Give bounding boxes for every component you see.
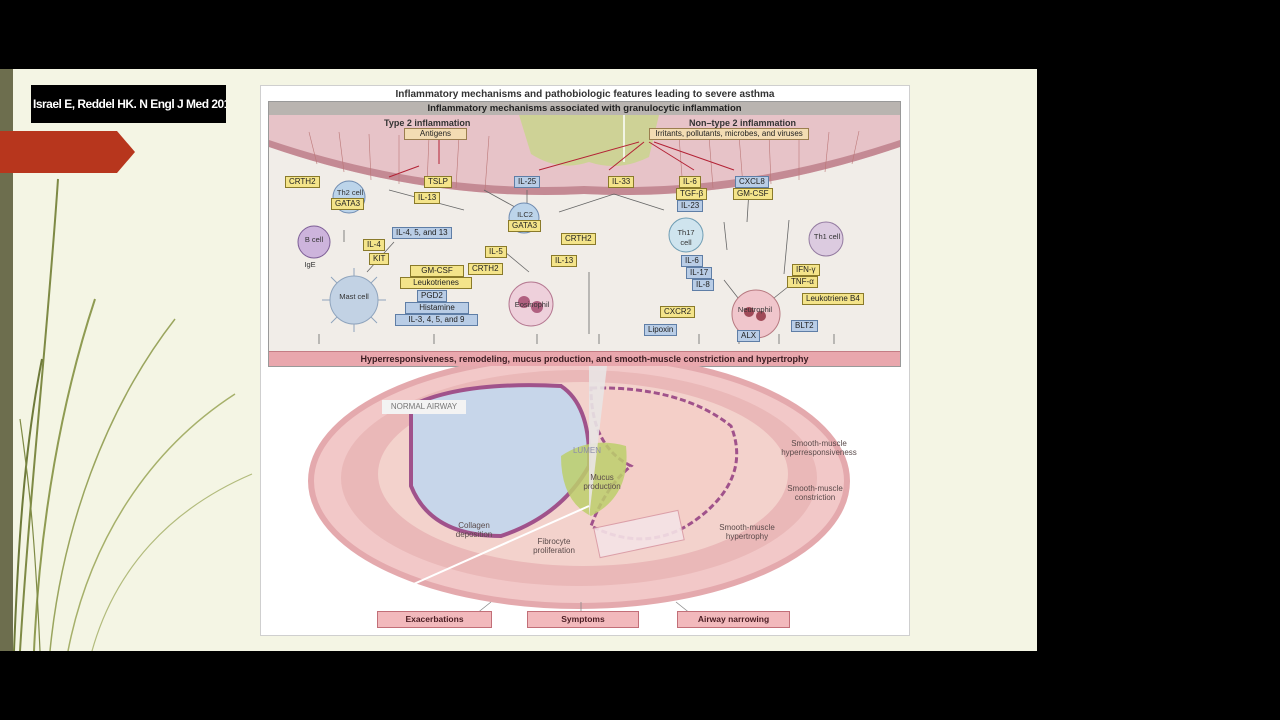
crth2-label-b: CRTH2	[561, 233, 596, 245]
il33-label: IL-33	[608, 176, 634, 188]
collagen-deposition-label: Collagen deposition	[449, 521, 499, 539]
il13-label-a: IL-13	[414, 192, 440, 204]
outcome-airway-narrowing: Airway narrowing	[677, 611, 790, 628]
il6-label-a: IL-6	[679, 176, 701, 188]
asthma-figure: Inflammatory mechanisms and pathobiologi…	[260, 85, 910, 636]
il4-5-13-label: IL-4, 5, and 13	[392, 227, 452, 239]
outcome-exacerbations: Exacerbations	[377, 611, 492, 628]
tslp-label: TSLP	[424, 176, 452, 188]
fibrocyte-proliferation-label: Fibrocyte proliferation	[524, 537, 584, 555]
il6-label-b: IL-6	[681, 255, 703, 267]
accent-arrow-tab	[0, 131, 135, 173]
tgfb-label: TGF-β	[676, 188, 707, 200]
ifng-label: IFN-γ	[792, 264, 820, 276]
il23-label: IL-23	[677, 200, 703, 212]
antigens-label: Antigens	[404, 128, 467, 140]
il17-label: IL-17	[686, 267, 712, 279]
cxcr2-label: CXCR2	[660, 306, 695, 318]
gata3-label-a: GATA3	[331, 198, 364, 210]
histamine-label: Histamine	[405, 302, 469, 314]
gmcsf-label-b: GM-CSF	[410, 265, 464, 277]
neutrophil-label: Neutrophil	[729, 305, 781, 315]
il8-label: IL-8	[692, 279, 714, 291]
il4-label: IL-4	[363, 239, 385, 251]
leukotrienes-label: Leukotrienes	[400, 277, 472, 289]
irritants-label: Irritants, pollutants, microbes, and vir…	[649, 128, 809, 140]
figure-title: Inflammatory mechanisms and pathobiologi…	[261, 89, 909, 100]
b-cell-label: B cell	[299, 235, 329, 245]
lumen-label: LUMEN	[566, 446, 608, 455]
gmcsf-label-a: GM-CSF	[733, 188, 773, 200]
citation-label: Israel E, Reddel HK. N Engl J Med 2017;3…	[31, 85, 226, 123]
crth2-label-c: CRTH2	[468, 263, 503, 275]
outcome-symptoms: Symptoms	[527, 611, 639, 628]
tnfa-label: TNF-α	[787, 276, 818, 288]
slide: Israel E, Reddel HK. N Engl J Med 2017;3…	[0, 69, 1037, 651]
il25-label: IL-25	[514, 176, 540, 188]
crth2-label-a: CRTH2	[285, 176, 320, 188]
ltb4-label: Leukotriene B4	[802, 293, 864, 305]
inflammation-panel: Inflammatory mechanisms associated with …	[268, 101, 901, 367]
il13-label-b: IL-13	[551, 255, 577, 267]
smooth-muscle-hyperresponsiveness-label: Smooth-muscle hyperresponsiveness	[774, 439, 864, 457]
ige-label: IgE	[303, 260, 317, 270]
blt2-label: BLT2	[791, 320, 818, 332]
cxcl8-label: CXCL8	[735, 176, 769, 188]
type2-heading: Type 2 inflammation	[384, 118, 470, 128]
alx-label: ALX	[737, 330, 760, 342]
smooth-muscle-hypertrophy-label: Smooth-muscle hypertrophy	[711, 523, 783, 541]
panel-title: Inflammatory mechanisms associated with …	[269, 102, 900, 115]
pgd2-label: PGD2	[417, 290, 447, 302]
smooth-muscle-constriction-label: Smooth-muscle constriction	[779, 484, 851, 502]
il5-label: IL-5	[485, 246, 507, 258]
mast-cell-label: Mast cell	[339, 292, 369, 302]
lipoxin-label: Lipoxin	[644, 324, 677, 336]
th1-cell-label: Th1 cell	[812, 232, 842, 242]
th2-cell-label: Th2 cell	[331, 188, 369, 198]
ilc2-label: ILC2	[511, 210, 539, 220]
th17-cell-label: Th17 cell	[671, 228, 701, 248]
mucus-production-label: Mucus production	[573, 473, 631, 491]
nontype2-heading: Non–type 2 inflammation	[689, 118, 796, 128]
panel-footer: Hyperresponsiveness, remodeling, mucus p…	[269, 351, 900, 366]
gata3-label-b: GATA3	[508, 220, 541, 232]
eosinophil-label: Eosinophil	[509, 300, 555, 310]
kit-label: KIT	[369, 253, 389, 265]
il3-4-5-9-label: IL-3, 4, 5, and 9	[395, 314, 478, 326]
normal-airway-tag: NORMAL AIRWAY	[382, 400, 466, 414]
